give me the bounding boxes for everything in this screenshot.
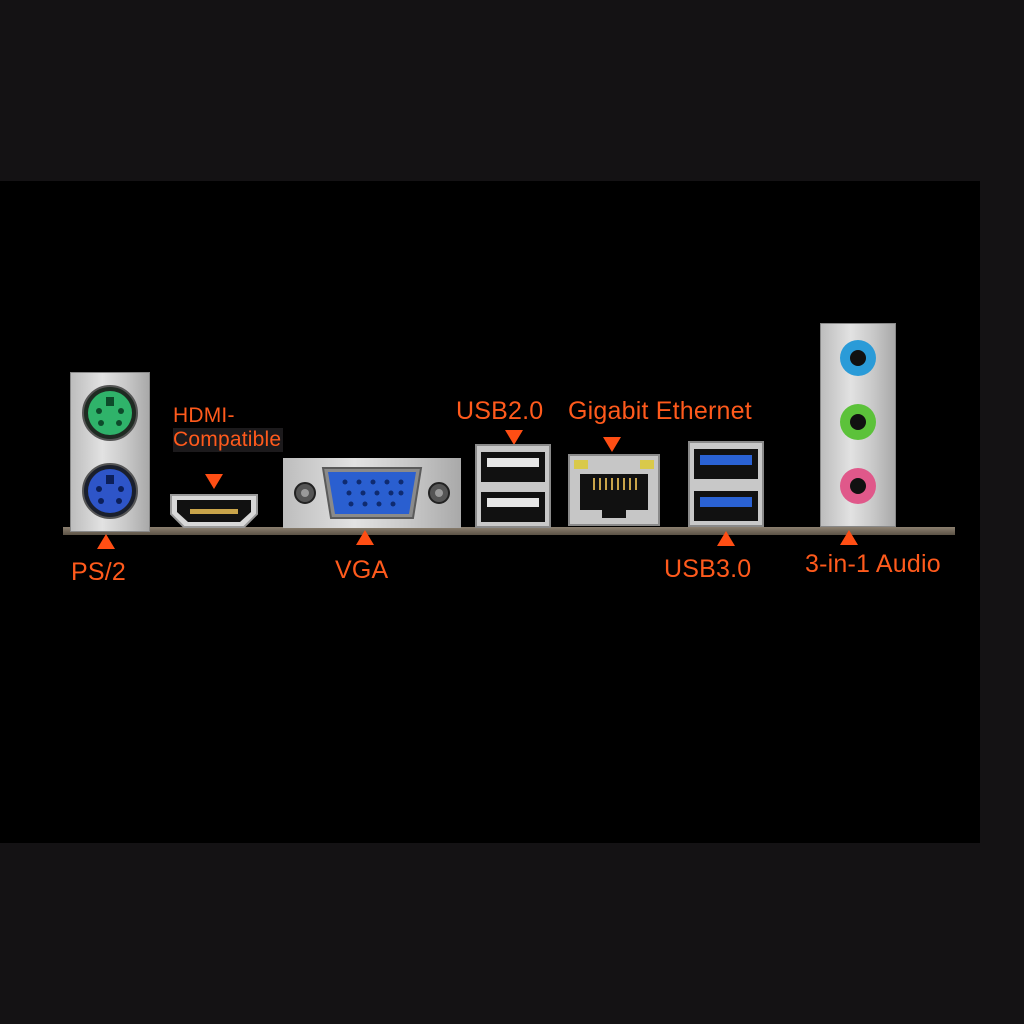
usb2-ports-icon bbox=[475, 444, 551, 528]
audio-label: 3-in-1 Audio bbox=[805, 550, 941, 578]
hdmi-label-line1: HDMI- bbox=[173, 404, 235, 427]
ps2-bracket bbox=[70, 372, 150, 532]
ps2-ports-icon bbox=[82, 385, 138, 519]
hdmi-label-line2: Compatible bbox=[173, 428, 284, 452]
rj45-port-icon bbox=[568, 454, 660, 526]
motherboard-edge bbox=[63, 527, 955, 535]
usb2-stack bbox=[475, 444, 551, 528]
ps2-label: PS/2 bbox=[71, 558, 126, 586]
ethernet-arrow-icon bbox=[603, 437, 621, 452]
vga-label: VGA bbox=[335, 556, 389, 584]
ethernet-label: Gigabit Ethernet bbox=[568, 397, 752, 425]
vga-arrow-icon bbox=[356, 530, 374, 545]
audio-arrow-icon bbox=[840, 530, 858, 545]
rj45-port bbox=[568, 454, 660, 526]
audio-jacks bbox=[820, 323, 896, 527]
vga-port bbox=[283, 458, 461, 528]
usb3-stack bbox=[688, 441, 764, 527]
usb3-ports-icon bbox=[688, 441, 764, 527]
hdmi-port bbox=[168, 492, 260, 530]
vga-port-icon bbox=[294, 467, 450, 519]
usb2-label: USB2.0 bbox=[456, 397, 544, 425]
usb2-arrow-icon bbox=[505, 430, 523, 445]
usb3-label: USB3.0 bbox=[664, 555, 752, 583]
audio-jacks-icon bbox=[840, 340, 876, 504]
usb3-arrow-icon bbox=[717, 531, 735, 546]
hdmi-port-icon bbox=[170, 494, 258, 528]
hdmi-arrow-icon bbox=[205, 474, 223, 489]
ps2-arrow-icon bbox=[97, 534, 115, 549]
